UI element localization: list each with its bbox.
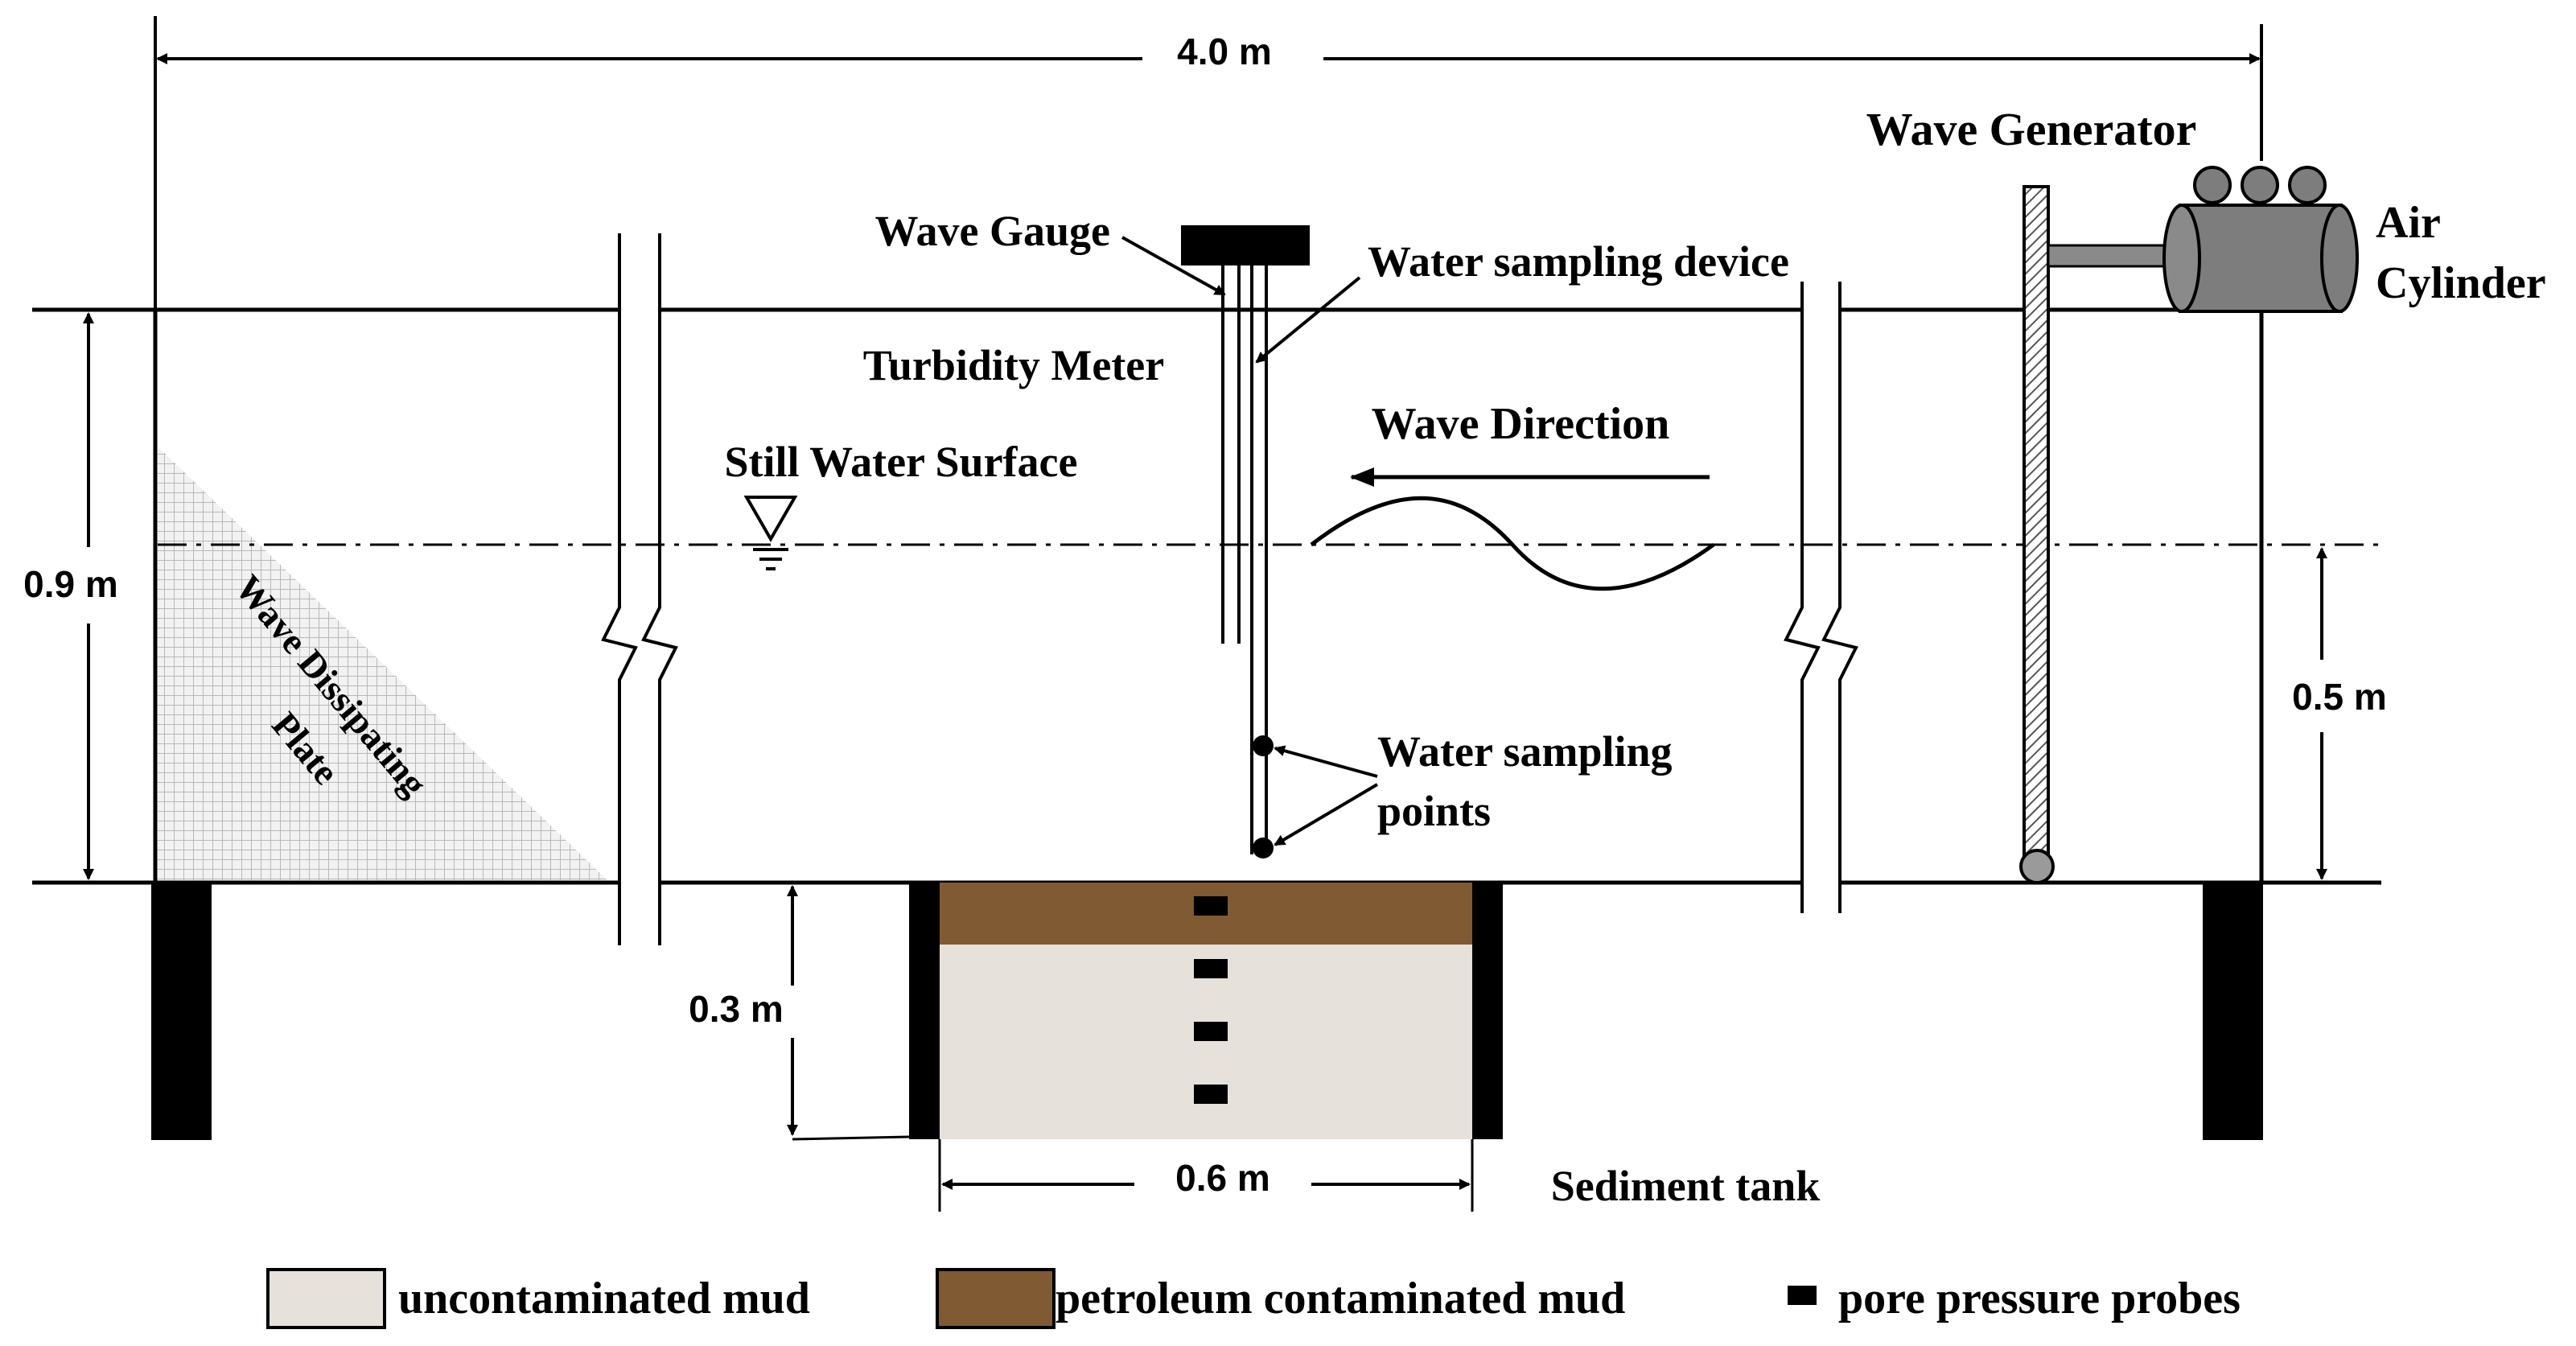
- still-water-surface-label: Still Water Surface: [725, 438, 1078, 486]
- break-mark-left: [601, 233, 678, 945]
- sediment-tank-label: Sediment tank: [1551, 1162, 1821, 1210]
- air-cylinder-label-1: Air: [2376, 198, 2441, 248]
- water-depth-label: 0.5 m: [2292, 676, 2387, 718]
- legend-uncontaminated-label: uncontaminated mud: [398, 1274, 810, 1323]
- wave-direction: [1310, 467, 1715, 591]
- water-depth-dimension: 0.5 m: [2292, 547, 2387, 880]
- wave-direction-label: Wave Direction: [1372, 399, 1670, 449]
- legend-probes-label: pore pressure probes: [1838, 1274, 2241, 1323]
- wave-gauge: [1121, 225, 1310, 644]
- sediment-depth-dimension: 0.3 m: [689, 885, 910, 1141]
- legend: uncontaminated mud petroleum contaminate…: [266, 1268, 2241, 1329]
- air-cylinder-label-2: Cylinder: [2376, 258, 2546, 308]
- sediment-depth-label: 0.3 m: [689, 988, 784, 1030]
- length-label: 4.0 m: [1177, 31, 1272, 72]
- water-sampling-points-label-2: points: [1377, 787, 1491, 835]
- legend-swatch-contaminated: [936, 1268, 1056, 1329]
- legend-contaminated-label: petroleum contaminated mud: [1056, 1274, 1625, 1323]
- sediment-tank: [909, 883, 1503, 1139]
- air-cylinder: [2162, 166, 2359, 313]
- pore-pressure-probe: [1194, 1085, 1228, 1104]
- sediment-width-label: 0.6 m: [1175, 1157, 1270, 1199]
- pore-pressure-probe: [1194, 1022, 1228, 1041]
- sediment-width-dimension: 0.6 m: [938, 1139, 1474, 1212]
- water-sampling-device-label: Water sampling device: [1368, 237, 1789, 286]
- pore-pressure-probe: [1194, 896, 1228, 916]
- wave-dissipating-plate: Wave Dissipating Plate: [158, 447, 607, 880]
- break-mark-right: [1784, 282, 1858, 913]
- legend-swatch-uncontaminated: [266, 1268, 386, 1329]
- height-dimension: 0.9 m: [23, 312, 118, 880]
- pore-pressure-probe: [1194, 959, 1228, 978]
- water-sampling-points-label-1: Water sampling: [1377, 727, 1673, 776]
- still-water-symbol: [743, 496, 798, 570]
- height-label: 0.9 m: [23, 563, 118, 605]
- support-leg-left: [151, 883, 212, 1140]
- length-dimension: 4.0 m: [154, 16, 2263, 310]
- turbidity-meter-label: Turbidity Meter: [863, 341, 1164, 389]
- wave-gauge-label: Wave Gauge: [875, 207, 1111, 255]
- water-sampling-points: [1253, 735, 1379, 858]
- water-sampling-device: [1250, 265, 1361, 854]
- wave-generator-label: Wave Generator: [1866, 103, 2197, 155]
- wave-generator: [2019, 185, 2183, 884]
- support-leg-right: [2203, 883, 2263, 1140]
- legend-swatch-probes: [1788, 1286, 1817, 1305]
